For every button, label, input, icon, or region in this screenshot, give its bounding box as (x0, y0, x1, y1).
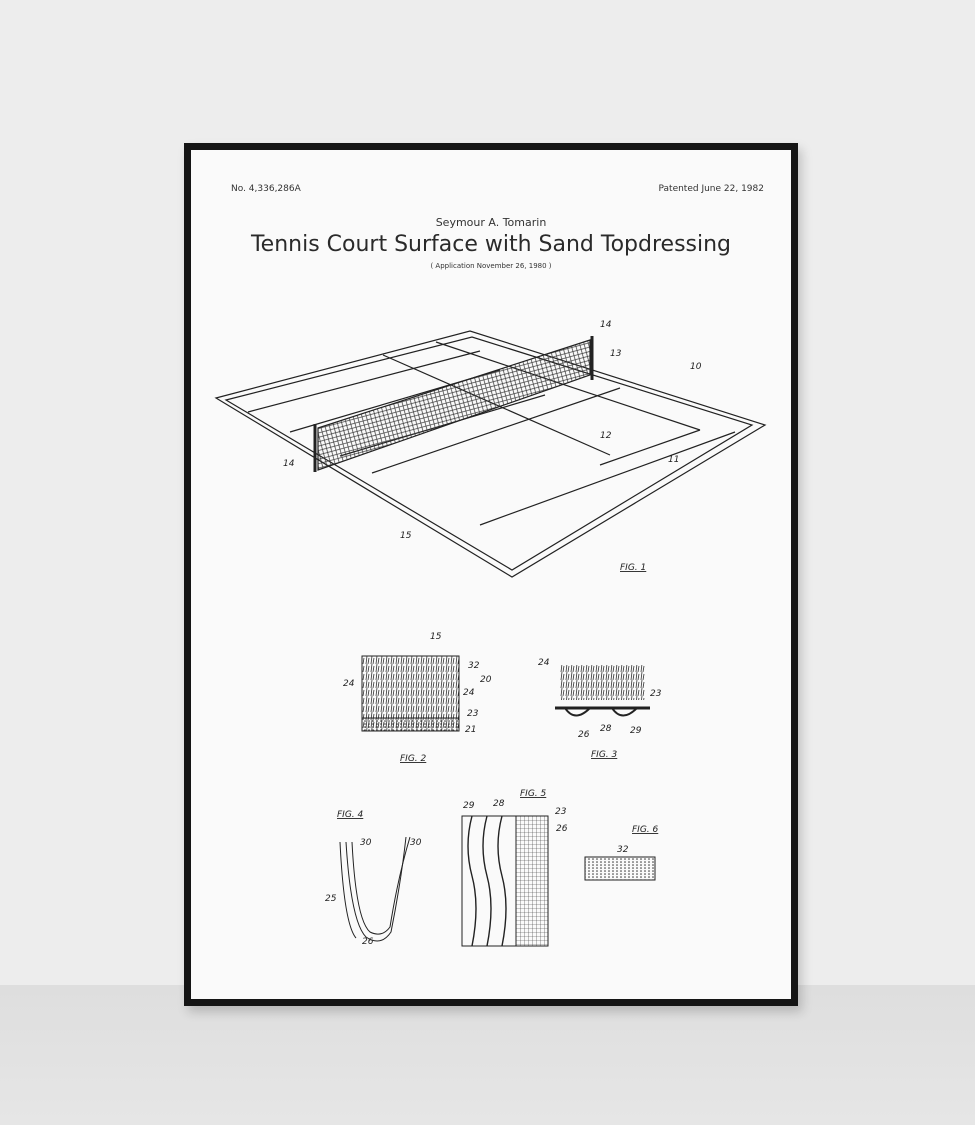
fig3-backing-section: 24 23 26 28 29 FIG. 3 (538, 658, 662, 760)
figure-label: 20 (480, 675, 492, 685)
figure-label: FIG. 4 (337, 810, 364, 820)
figure-label: 24 (343, 679, 355, 689)
figure-label: 14 (283, 459, 295, 469)
application-date: ( Application November 26, 1980 ) (430, 262, 552, 270)
figure-label: 26 (578, 730, 590, 740)
fig1-tennis-court (214, 330, 767, 578)
figure-label: 23 (555, 807, 567, 817)
figure-label: 28 (493, 799, 505, 809)
figure-label: FIG. 3 (591, 750, 618, 760)
figure-label: 25 (325, 894, 337, 904)
figure-label: 23 (467, 709, 479, 719)
figure-label: 26 (362, 937, 374, 947)
fig6-sand-layer: FIG. 6 32 (584, 825, 659, 881)
figure-label: 15 (400, 531, 412, 541)
figure-label: FIG. 5 (520, 789, 547, 799)
figure-label: 14 (600, 320, 612, 330)
poster-title: Tennis Court Surface with Sand Topdressi… (250, 232, 732, 257)
figure-label: 24 (463, 688, 475, 698)
figure-label: FIG. 1 (620, 563, 646, 573)
figure-label: 26 (556, 824, 568, 834)
patent-drawings: 14 13 10 12 11 15 14 FIG. 1 15 32 20 24 … (214, 320, 767, 947)
fig4-labels: FIG. 4 30 30 25 26 (325, 810, 422, 947)
figure-label: FIG. 2 (400, 754, 427, 764)
figure-label: 29 (463, 801, 475, 811)
poster-frame: No. 4,336,286A Patented June 22, 1982 Se… (184, 143, 798, 1006)
fig2-turf-section: 15 32 20 24 24 23 21 FIG. 2 (343, 632, 492, 764)
figure-label: 10 (690, 362, 702, 372)
figure-label: 28 (600, 724, 612, 734)
figure-label: 21 (465, 725, 476, 735)
author: Seymour A. Tomarin (435, 216, 547, 229)
patent-number: No. 4,336,286A (231, 184, 301, 194)
figure-label: 13 (610, 349, 622, 359)
figure-label: FIG. 6 (632, 825, 659, 835)
figure-label: 29 (630, 726, 642, 736)
figure-label: 12 (600, 431, 612, 441)
figure-label: 30 (410, 838, 422, 848)
figure-label: 32 (617, 845, 629, 855)
patent-date: Patented June 22, 1982 (658, 184, 765, 194)
fig5-backing-plan: FIG. 5 29 28 23 26 (461, 789, 568, 947)
figure-label: 32 (468, 661, 480, 671)
figure-label: 15 (430, 632, 442, 642)
fig1-labels: 14 13 10 12 11 15 14 FIG. 1 (283, 320, 702, 573)
figure-label: 30 (360, 838, 372, 848)
figure-label: 11 (668, 455, 679, 465)
floor (0, 985, 975, 1125)
fig4-fiber (339, 836, 411, 942)
figure-label: 23 (650, 689, 662, 699)
figure-label: 24 (538, 658, 550, 668)
